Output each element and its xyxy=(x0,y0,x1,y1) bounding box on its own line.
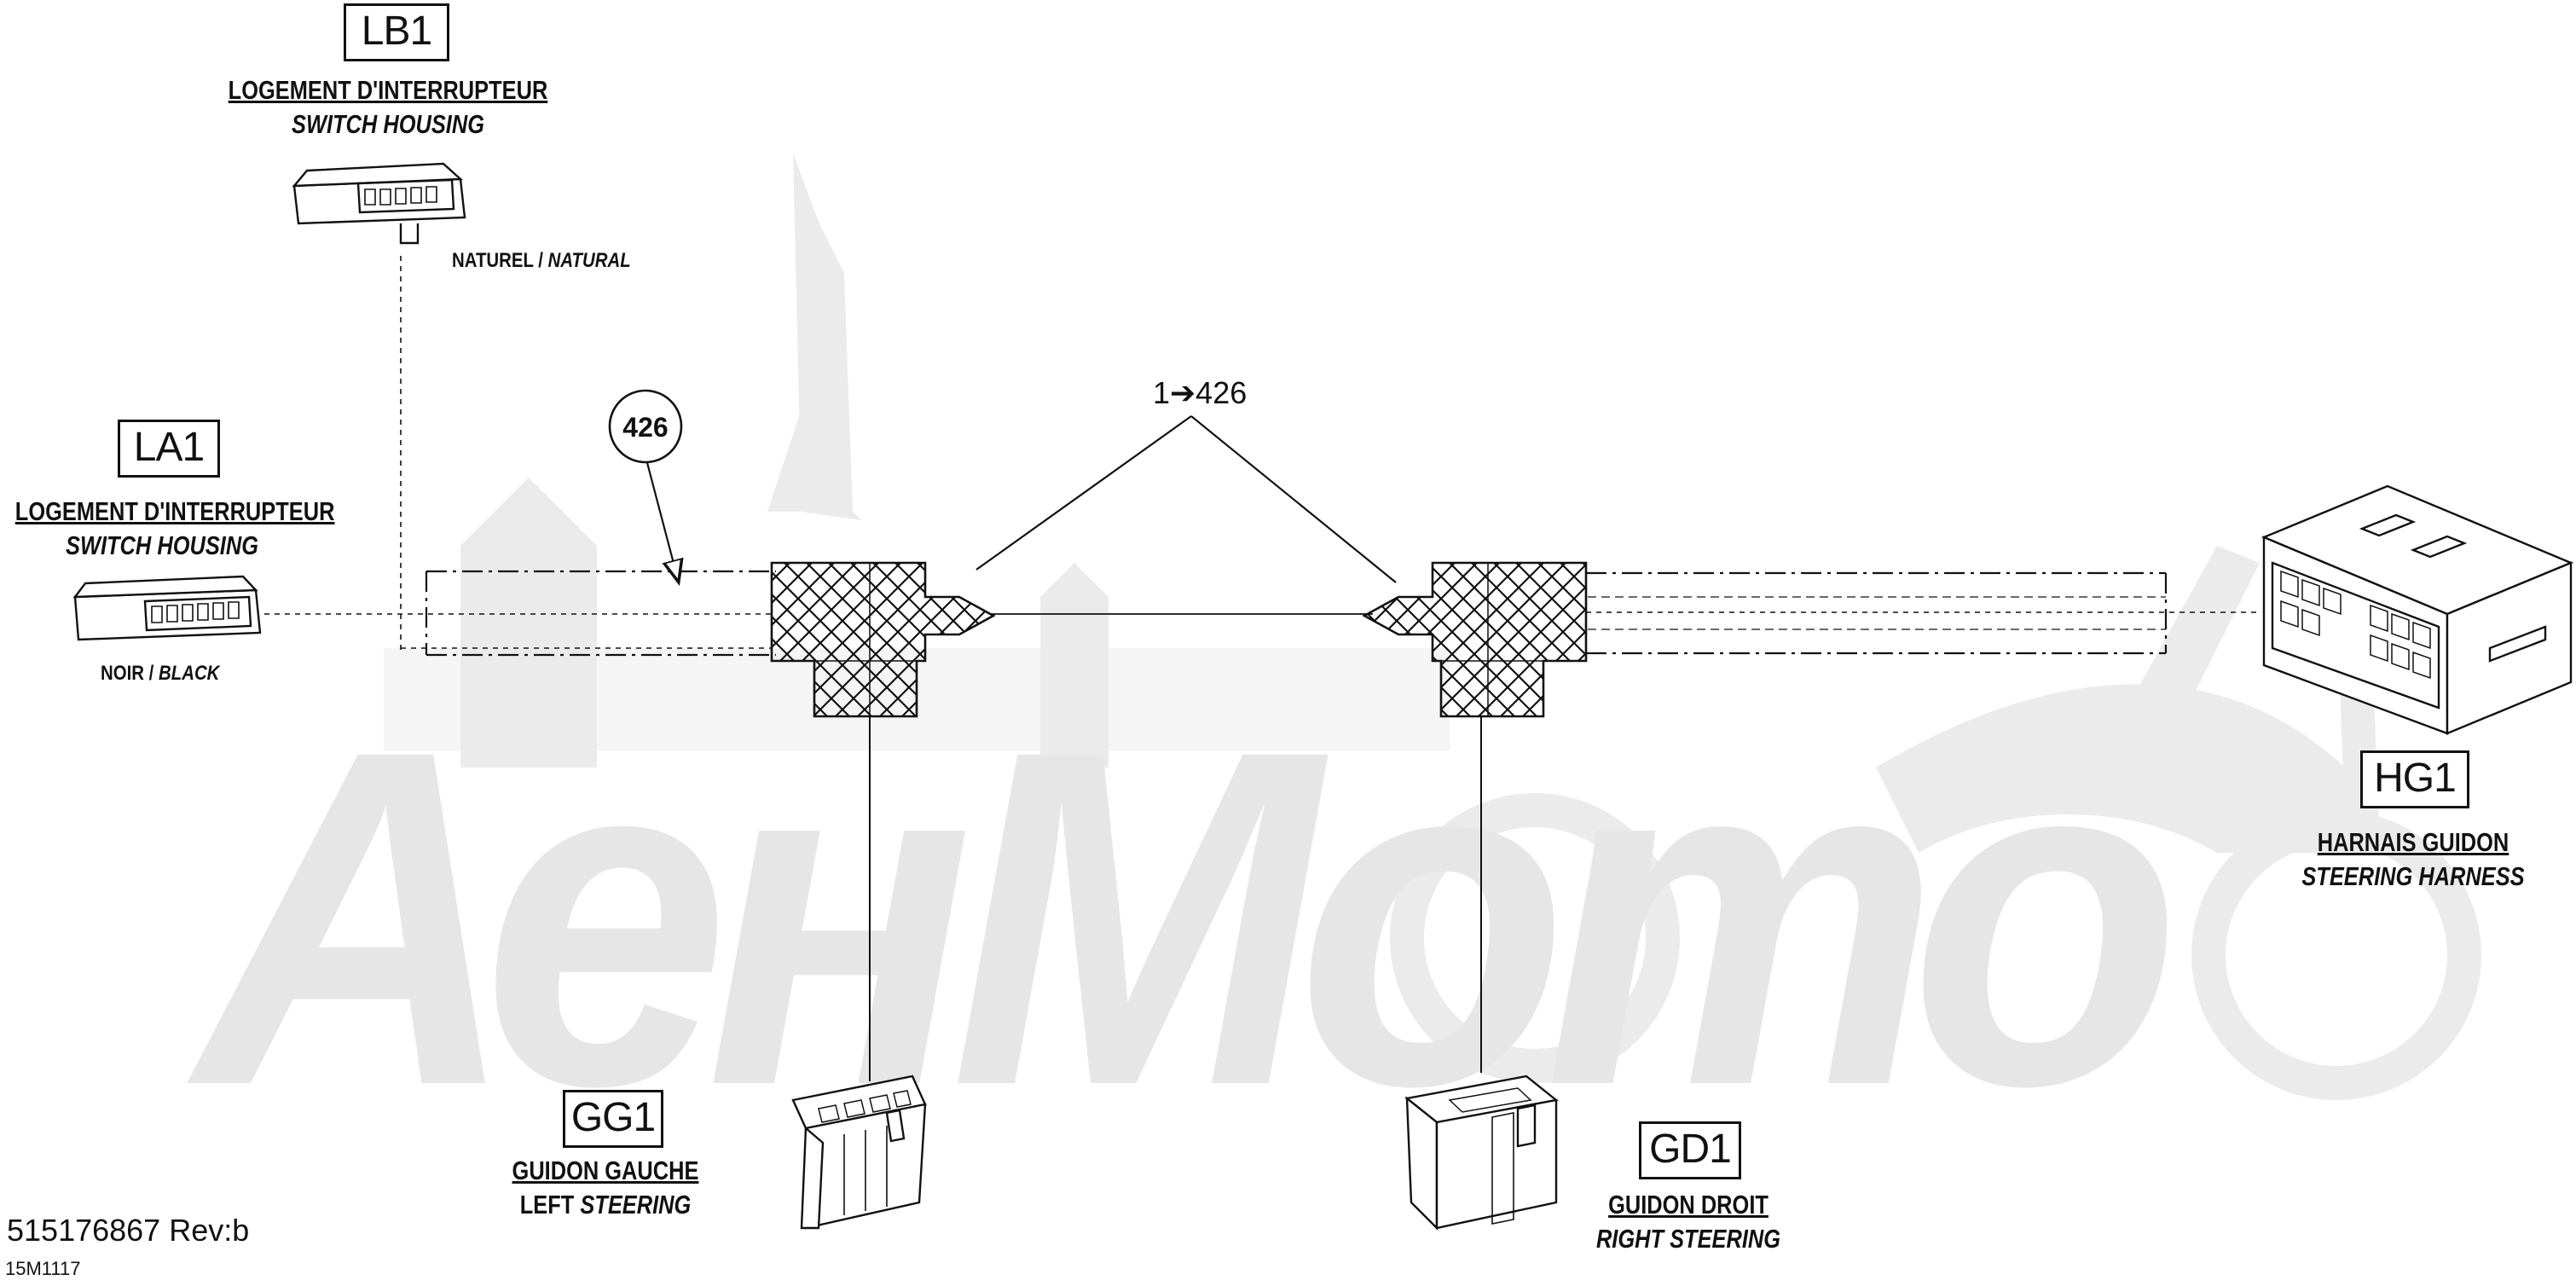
color-fr-lb1: NATUREL xyxy=(452,249,534,272)
connector-name-fr-gg1: GUIDON GAUCHE xyxy=(512,1156,699,1185)
connector-code-la1: LA1 xyxy=(118,420,220,478)
connector-color-la1: NOIR / BLACK xyxy=(101,662,220,685)
range-callout-label: 1➔426 xyxy=(1153,375,1247,410)
watermark-text: АенМото xyxy=(182,651,2174,1185)
part-callout-number: 426 xyxy=(622,412,668,443)
callout-leaders xyxy=(644,415,1397,582)
part-callout-bubble xyxy=(608,389,683,464)
tape-junction-left xyxy=(770,561,996,718)
bundle-left-outline xyxy=(425,570,776,657)
connector-label-la1: LOGEMENT D'INTERRUPTEUR SWITCH HOUSING xyxy=(0,496,341,561)
color-en-lb1: NATURAL xyxy=(547,249,631,272)
connector-name-en-gd1: RIGHT STEERING xyxy=(1595,1224,1781,1254)
tape-junction-right xyxy=(1362,561,1588,718)
connector-gg1-drawing xyxy=(791,1075,927,1230)
figure-id: 15M1117 xyxy=(5,1258,81,1279)
connector-label-gd1: GUIDON DROIT RIGHT STEERING xyxy=(1560,1190,1816,1254)
connector-label-lb1: LOGEMENT D'INTERRUPTEUR SWITCH HOUSING xyxy=(183,75,593,140)
bundle-right-outline xyxy=(1586,571,2168,655)
connector-code-hg1: HG1 xyxy=(2360,750,2469,808)
connector-name-en-la1: SWITCH HOUSING xyxy=(66,530,258,560)
color-fr-la1: NOIR xyxy=(101,662,144,685)
connector-name-fr-la1: LOGEMENT D'INTERRUPTEUR xyxy=(14,496,335,526)
connector-name-fr-gd1: GUIDON DROIT xyxy=(1608,1190,1768,1219)
connector-name-en-hg1: STEERING HARNESS xyxy=(2301,861,2525,891)
connector-hg1-drawing xyxy=(2261,484,2574,735)
connector-code-lb1: LB1 xyxy=(344,3,449,61)
connector-name-fr-lb1: LOGEMENT D'INTERRUPTEUR xyxy=(228,75,548,105)
connector-name-en-lb1: SWITCH HOUSING xyxy=(292,109,484,139)
connector-name-en-prefix-gg1: LEFT xyxy=(519,1190,575,1219)
harness-bundle xyxy=(264,256,2260,1081)
connector-color-lb1: NATUREL / NATURAL xyxy=(452,249,631,272)
connector-gd1-drawing xyxy=(1404,1075,1559,1231)
connector-name-fr-hg1: HARNAIS GUIDON xyxy=(2317,827,2509,857)
connector-code-gd1: GD1 xyxy=(1639,1121,1741,1179)
document-reference: 515176867 Rev:b xyxy=(7,1213,250,1248)
connector-lb1-drawing xyxy=(292,162,466,245)
connector-code-gg1: GG1 xyxy=(563,1090,663,1148)
connector-la1-drawing xyxy=(72,575,262,641)
connector-name-en-gg1: LEFT STEERING xyxy=(501,1190,710,1220)
color-en-la1: BLACK xyxy=(159,662,220,685)
connector-name-en-suffix-gg1: STEERING xyxy=(580,1190,692,1219)
connector-label-gg1: GUIDON GAUCHE LEFT STEERING xyxy=(478,1156,733,1220)
connector-label-hg1: HARNAIS GUIDON STEERING HARNESS xyxy=(2243,827,2576,892)
